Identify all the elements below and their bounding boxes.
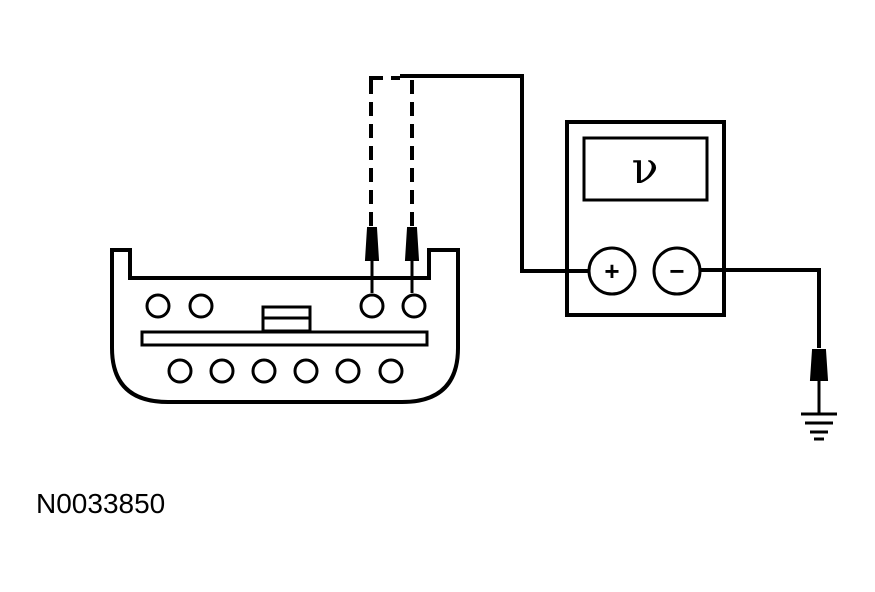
ground-probe	[809, 349, 829, 414]
positive-terminal-symbol: +	[604, 256, 619, 286]
connector-pin	[335, 358, 361, 384]
connector-top-pins	[145, 293, 427, 319]
connector-pin	[167, 358, 193, 384]
connector-pin	[359, 293, 385, 319]
test-probe-left	[364, 227, 380, 293]
connector-pin	[251, 358, 277, 384]
negative-lead-wire	[700, 268, 821, 348]
connector-pin	[401, 293, 427, 319]
connector-pin	[188, 293, 214, 319]
connector-separator-bar	[140, 330, 429, 347]
positive-lead-wire	[400, 74, 588, 273]
ground-symbol-icon	[801, 412, 837, 441]
test-probe-right	[404, 227, 420, 293]
connector-pin	[145, 293, 171, 319]
positive-terminal	[587, 246, 637, 296]
dashed-test-leads	[369, 76, 414, 226]
figure-id-label: N0033850	[36, 488, 166, 519]
voltmeter-display-symbol: ν	[632, 143, 659, 194]
connector-pin	[293, 358, 319, 384]
connector-pin	[209, 358, 235, 384]
connector-bottom-pins	[167, 358, 404, 384]
voltmeter-display	[582, 136, 709, 202]
negative-terminal-symbol: −	[669, 256, 684, 286]
connector-housing	[110, 248, 460, 404]
connector-pin	[378, 358, 404, 384]
